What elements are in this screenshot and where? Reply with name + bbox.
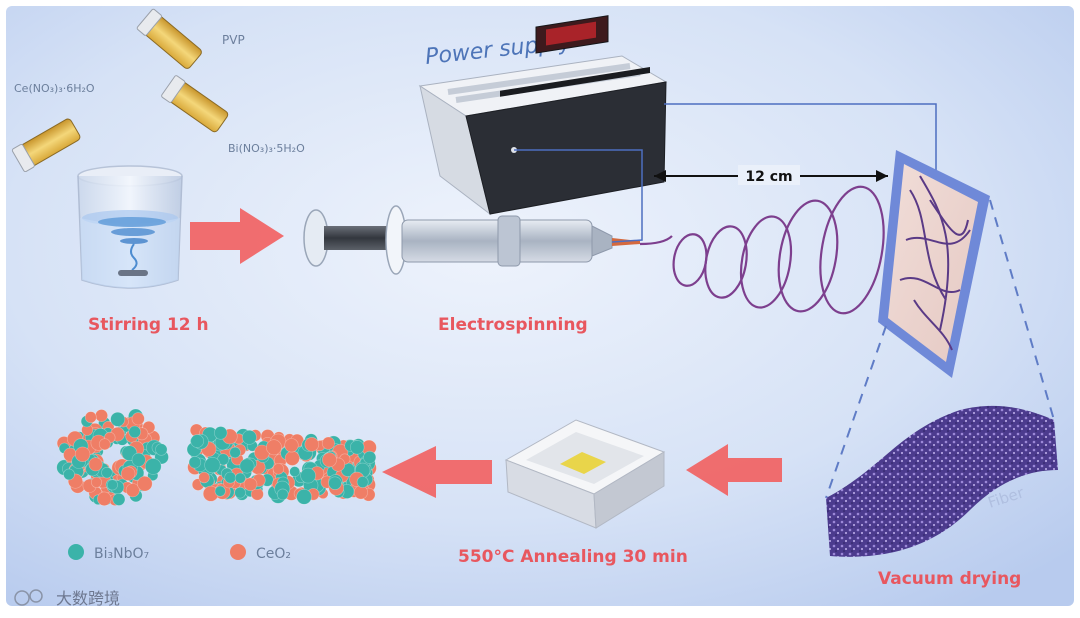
legend-bi-label: Bi₃NbO₇: [94, 546, 149, 562]
particle: [214, 426, 228, 440]
particle: [125, 483, 140, 498]
particle: [84, 411, 97, 424]
particle: [289, 466, 301, 477]
particle: [350, 440, 365, 455]
particle: [229, 446, 241, 459]
fiber-jet-spiral: [639, 185, 885, 315]
distance-label: 12 cm: [745, 169, 792, 185]
particle: [284, 450, 300, 466]
particle: [137, 476, 153, 492]
particle: [110, 411, 126, 427]
legend: Bi₃NbO₇ CeO₂: [68, 544, 291, 562]
distance-marker: 12 cm: [654, 165, 888, 185]
bi-nitrate-label: Bi(NO₃)₃·5H₂O: [228, 142, 305, 155]
particle: [284, 438, 299, 453]
particle: [304, 437, 320, 452]
legend-bi-swatch: [68, 544, 84, 560]
particle: [128, 425, 141, 439]
electrospinning-label: Electrospinning: [438, 315, 588, 335]
particle: [101, 467, 113, 479]
particle: [224, 471, 237, 484]
power-supply-unit: [418, 15, 668, 216]
arrow-to-electrospinning: [190, 208, 284, 264]
beaker: [77, 165, 183, 289]
particle: [131, 412, 145, 426]
particle: [144, 458, 162, 475]
particle: [106, 479, 118, 491]
syringe: [303, 205, 640, 275]
particle: [241, 429, 257, 445]
particle: [272, 463, 285, 475]
particle: [243, 477, 258, 492]
particle: [321, 436, 335, 450]
particle: [190, 434, 204, 448]
particle: [74, 446, 91, 462]
annealing-label: 550°C Annealing 30 min: [458, 547, 688, 567]
particle: [296, 488, 312, 505]
particle: [95, 409, 108, 422]
annealing-crucible: [504, 419, 666, 529]
particle: [204, 457, 221, 474]
fiber-mat: [826, 405, 1058, 557]
particle: [120, 466, 136, 481]
bi-nitrate-vial: [161, 75, 229, 133]
particle: [363, 450, 377, 464]
particle: [234, 486, 246, 499]
ring-particle-cluster: [56, 408, 169, 506]
particle: [155, 443, 168, 456]
particle: [131, 452, 146, 467]
legend-ce-swatch: [230, 544, 246, 560]
zoom-lines: [825, 199, 1055, 499]
particle: [328, 476, 342, 490]
sheet-particle-cluster: [186, 423, 377, 505]
particle: [97, 491, 112, 506]
particle: [300, 467, 316, 484]
legend-ce-label: CeO₂: [256, 546, 291, 562]
stirring-label: Stirring 12 h: [88, 315, 209, 335]
wires: [514, 103, 937, 243]
particle: [188, 456, 202, 469]
particle: [234, 472, 246, 484]
particle: [239, 458, 255, 474]
pvp-label: PVP: [222, 33, 245, 47]
arrow-to-product: [382, 446, 492, 498]
particle: [198, 471, 210, 484]
watermark-label: 大数跨境: [56, 589, 120, 608]
ce-nitrate-vial: [11, 118, 81, 173]
particle: [88, 457, 103, 472]
particle: [356, 476, 369, 488]
particle: [98, 438, 111, 451]
particle: [112, 492, 126, 506]
watermark: 大数跨境: [14, 589, 120, 608]
particle: [214, 485, 226, 497]
particle: [63, 468, 75, 481]
particle: [91, 476, 103, 488]
pvp-vial: [136, 8, 202, 69]
ce-nitrate-label: Ce(NO₃)₃·6H₂O: [14, 82, 95, 95]
arrow-to-annealing: [686, 444, 782, 496]
particle: [276, 488, 289, 501]
particle: [322, 452, 337, 468]
collector-plate: [878, 150, 990, 378]
vacuum-drying-label: Vacuum drying: [878, 569, 1021, 589]
particle: [265, 439, 282, 456]
